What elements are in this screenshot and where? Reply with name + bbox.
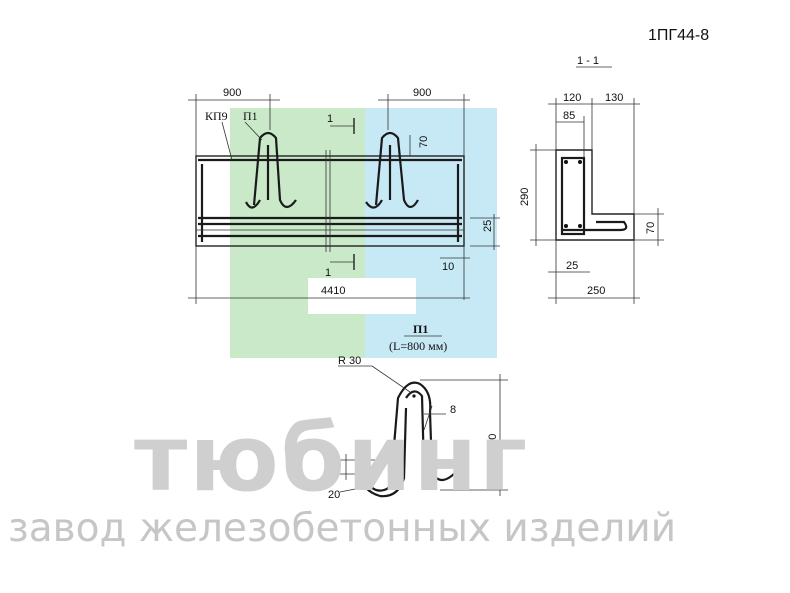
svg-text:85: 85 xyxy=(563,110,575,122)
svg-text:30: 30 xyxy=(331,464,343,476)
detail-subtitle: (L=800 мм) xyxy=(389,339,447,353)
svg-text:70: 70 xyxy=(418,136,430,148)
logo-white-notch xyxy=(308,278,416,314)
svg-text:70: 70 xyxy=(645,222,657,234)
label-p1: П1 xyxy=(243,109,258,123)
svg-text:25: 25 xyxy=(482,220,494,232)
svg-text:25: 25 xyxy=(566,260,578,272)
svg-text:8: 8 xyxy=(450,404,456,416)
lifting-loop-left xyxy=(245,131,297,209)
elevation-view: 1 1 900 900 КП9 П1 70 25 10 4410 xyxy=(188,87,500,304)
logo-green-block xyxy=(230,108,365,358)
loop-detail: П1 (L=800 мм) R 30 8 310 30 20 xyxy=(328,322,508,501)
label-kp9: КП9 xyxy=(205,109,228,123)
product-code: 1ПГ44-8 xyxy=(648,27,709,44)
detail-title: П1 xyxy=(413,322,428,336)
svg-text:290: 290 xyxy=(519,188,531,206)
svg-text:1: 1 xyxy=(325,267,331,279)
dim-width-250: 250 xyxy=(587,285,605,297)
section-view: 1 - 1 120 130 85 290 70 25 xyxy=(519,55,664,304)
svg-text:120: 120 xyxy=(563,92,581,104)
section-label: 1 - 1 xyxy=(577,55,599,67)
svg-text:1: 1 xyxy=(327,113,333,125)
lifting-loop-right xyxy=(365,131,419,209)
svg-text:130: 130 xyxy=(605,92,623,104)
watermark-tagline: завод железобетонных изделий xyxy=(8,506,676,551)
svg-text:R 30: R 30 xyxy=(338,355,361,367)
svg-text:20: 20 xyxy=(328,489,340,501)
svg-text:310: 310 xyxy=(487,434,499,452)
watermark-logo xyxy=(230,108,497,358)
logo-blue-block xyxy=(365,108,497,358)
svg-text:10: 10 xyxy=(442,261,454,273)
dim-left-900: 900 xyxy=(223,87,241,99)
dim-right-900: 900 xyxy=(413,87,431,99)
watermark-brand: тюбинг xyxy=(134,405,529,512)
dim-total-4410: 4410 xyxy=(321,285,345,297)
